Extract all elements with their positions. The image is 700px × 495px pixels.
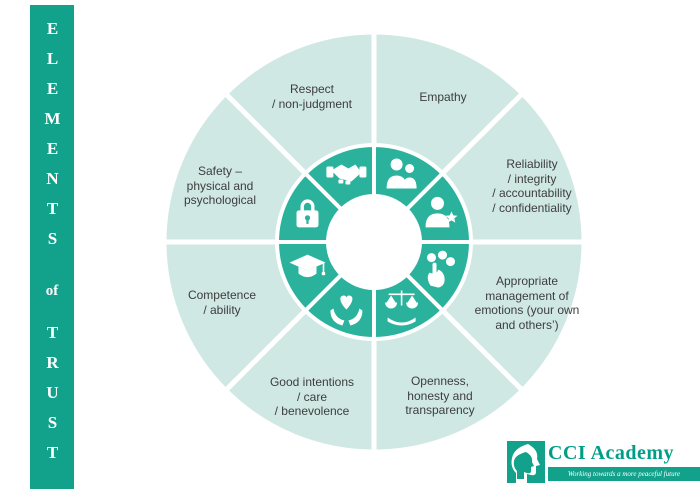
- logo-name: CCI Academy: [548, 442, 675, 464]
- banner-word-of: of: [45, 282, 59, 299]
- cci-academy-logo: CCI Academy Working towards a more peace…: [507, 441, 700, 483]
- emotions-hand-icon: [427, 250, 455, 288]
- padlock-icon: [296, 199, 319, 228]
- trust-wheel-svg: [161, 29, 587, 455]
- heart-hands-icon: [330, 295, 363, 326]
- trust-wheel: Respect / non-judgment Empathy Reliabili…: [139, 7, 609, 477]
- two-people-icon: [386, 158, 417, 189]
- segment-label-emotion-management: Appropriate management of emotions (your…: [474, 274, 580, 332]
- logo-tagline-bar: Working towards a more peaceful future: [548, 467, 700, 481]
- person-star-icon: [425, 196, 458, 228]
- segment-label-respect: Respect / non-judgment: [271, 82, 353, 111]
- logo-text-block: CCI Academy Working towards a more peace…: [548, 441, 700, 481]
- graduation-cap-icon: [289, 254, 326, 278]
- segment-label-good-intentions: Good intentions / care / benevolence: [269, 375, 355, 418]
- banner-word-elements: ELEMENTS: [43, 19, 62, 259]
- segment-label-reliability: Reliability / integrity / accountability…: [492, 157, 572, 215]
- segment-label-competence: Competence / ability: [187, 288, 257, 317]
- segment-label-empathy: Empathy: [419, 90, 467, 104]
- segment-label-safety: Safety – physical and psychological: [183, 164, 257, 207]
- cci-academy-logo-icon: [507, 441, 545, 483]
- logo-tagline: Working towards a more peaceful future: [567, 470, 681, 478]
- scales-hand-icon: [385, 290, 419, 326]
- center-hub: [326, 194, 422, 290]
- segment-label-openness: Openness, honesty and transparency: [405, 374, 475, 417]
- elements-of-trust-banner: ELEMENTS of TRUST: [30, 5, 74, 489]
- handshake-icon: [326, 164, 367, 185]
- banner-word-trust: TRUST: [43, 323, 62, 473]
